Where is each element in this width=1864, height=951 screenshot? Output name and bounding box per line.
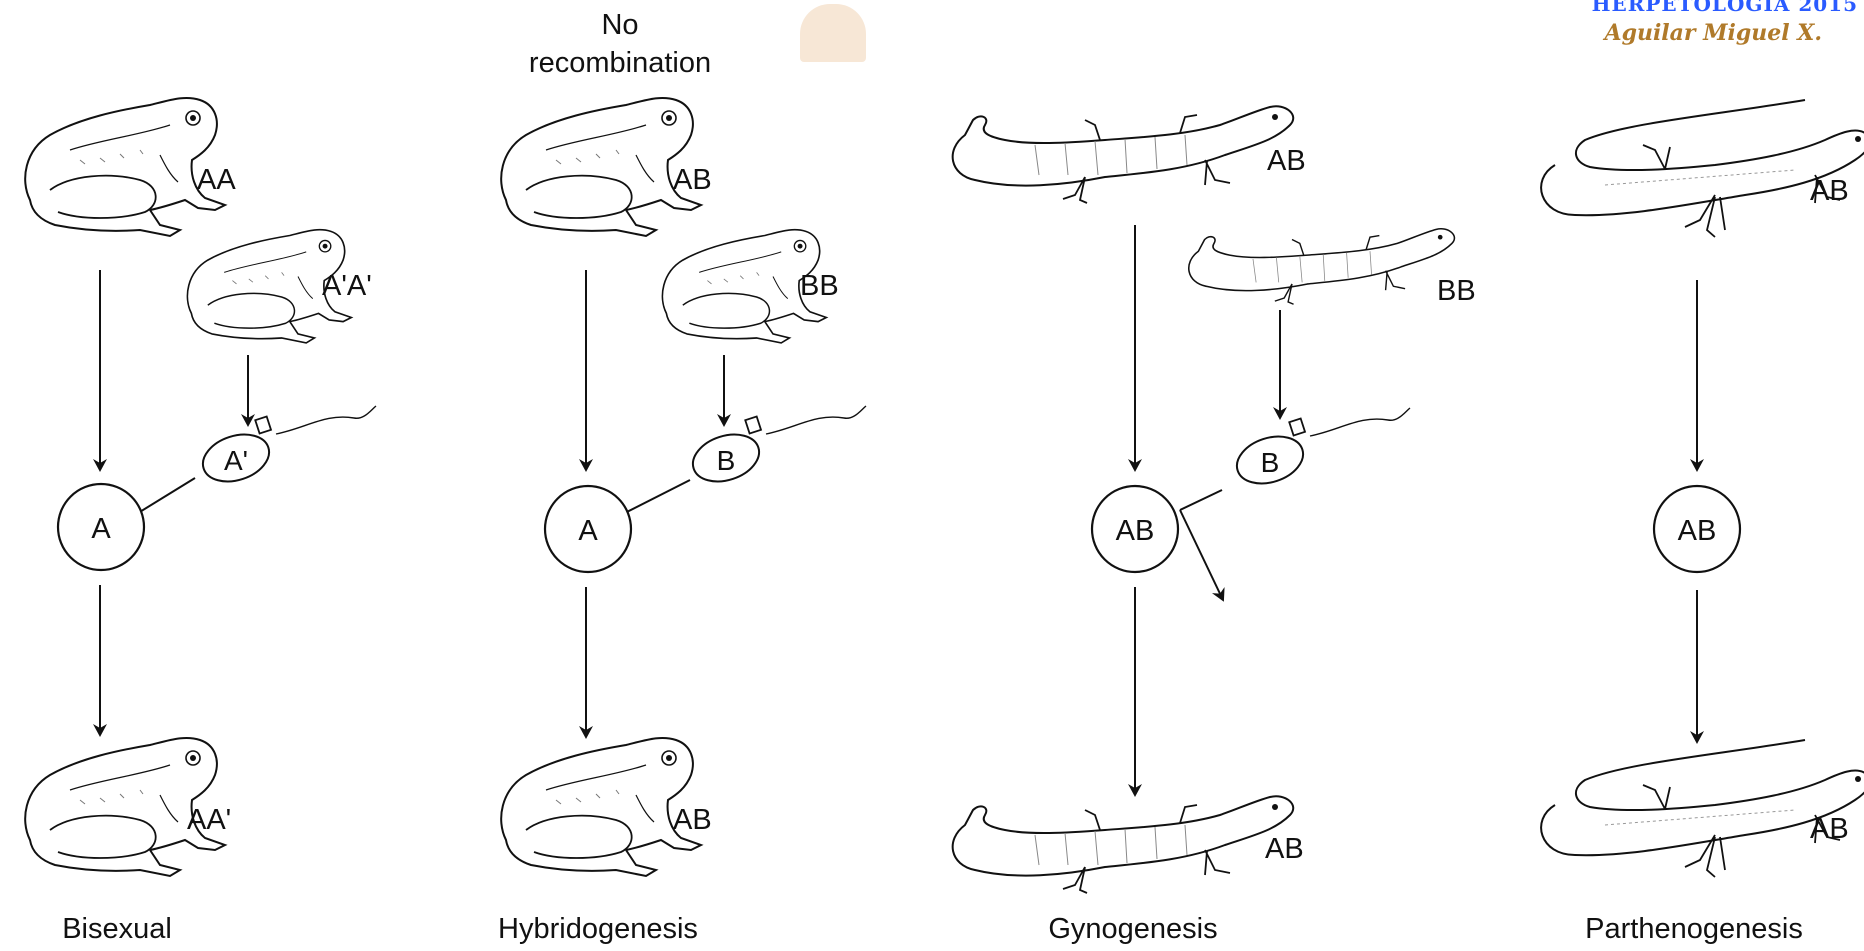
salamander-parent1-icon <box>953 106 1294 203</box>
egg-label: AB <box>1116 515 1155 547</box>
sperm-icon <box>1231 408 1410 491</box>
offspring-label: AB <box>1810 813 1849 845</box>
parent1-label: AB <box>1267 145 1306 177</box>
mode-title: Gynogenesis <box>1048 913 1217 945</box>
sperm-icon <box>687 406 866 489</box>
offspring-label: AB <box>1265 833 1304 865</box>
gamete-label: B <box>717 445 736 476</box>
sperm-contact-line <box>1180 490 1222 510</box>
egg-label: AB <box>1678 515 1717 547</box>
frog-parent1-icon <box>501 98 701 236</box>
parent2-label: A'A' <box>322 270 372 302</box>
parent2-label: BB <box>800 270 839 302</box>
column-bisexual: AA A'A' A' A AA' Bisexual <box>25 98 376 945</box>
parent2-label: BB <box>1437 275 1476 307</box>
egg-label: A <box>91 513 111 545</box>
column-gynogenesis: AB BB B AB AB Gynogenesis <box>953 106 1476 945</box>
parent1-label: AB <box>1810 175 1849 207</box>
offspring-label: AB <box>673 804 712 836</box>
frog-parent1-icon <box>25 98 225 236</box>
gamete-label: A' <box>224 445 248 476</box>
lizard-parent1-icon <box>1541 100 1864 237</box>
mode-title: Hybridogenesis <box>498 913 698 945</box>
frog-offspring-icon <box>501 738 701 876</box>
salamander-parent2-icon <box>1189 229 1455 304</box>
salamander-offspring-icon <box>953 796 1294 893</box>
mode-title: Bisexual <box>62 913 172 945</box>
column-parthenogenesis: AB AB AB Parthenogenesis <box>1541 100 1864 945</box>
offspring-label: AA' <box>187 804 231 836</box>
gamete-label: B <box>1261 447 1280 478</box>
lizard-offspring-icon <box>1541 740 1864 877</box>
parent1-label: AA <box>197 164 236 196</box>
arrow-gamete-deflected <box>1180 510 1223 600</box>
column-hybridogenesis: AB BB B A AB Hybridogenesis <box>498 98 866 945</box>
parent1-label: AB <box>673 164 712 196</box>
egg-label: A <box>578 515 598 547</box>
mode-title: Parthenogenesis <box>1585 913 1803 945</box>
